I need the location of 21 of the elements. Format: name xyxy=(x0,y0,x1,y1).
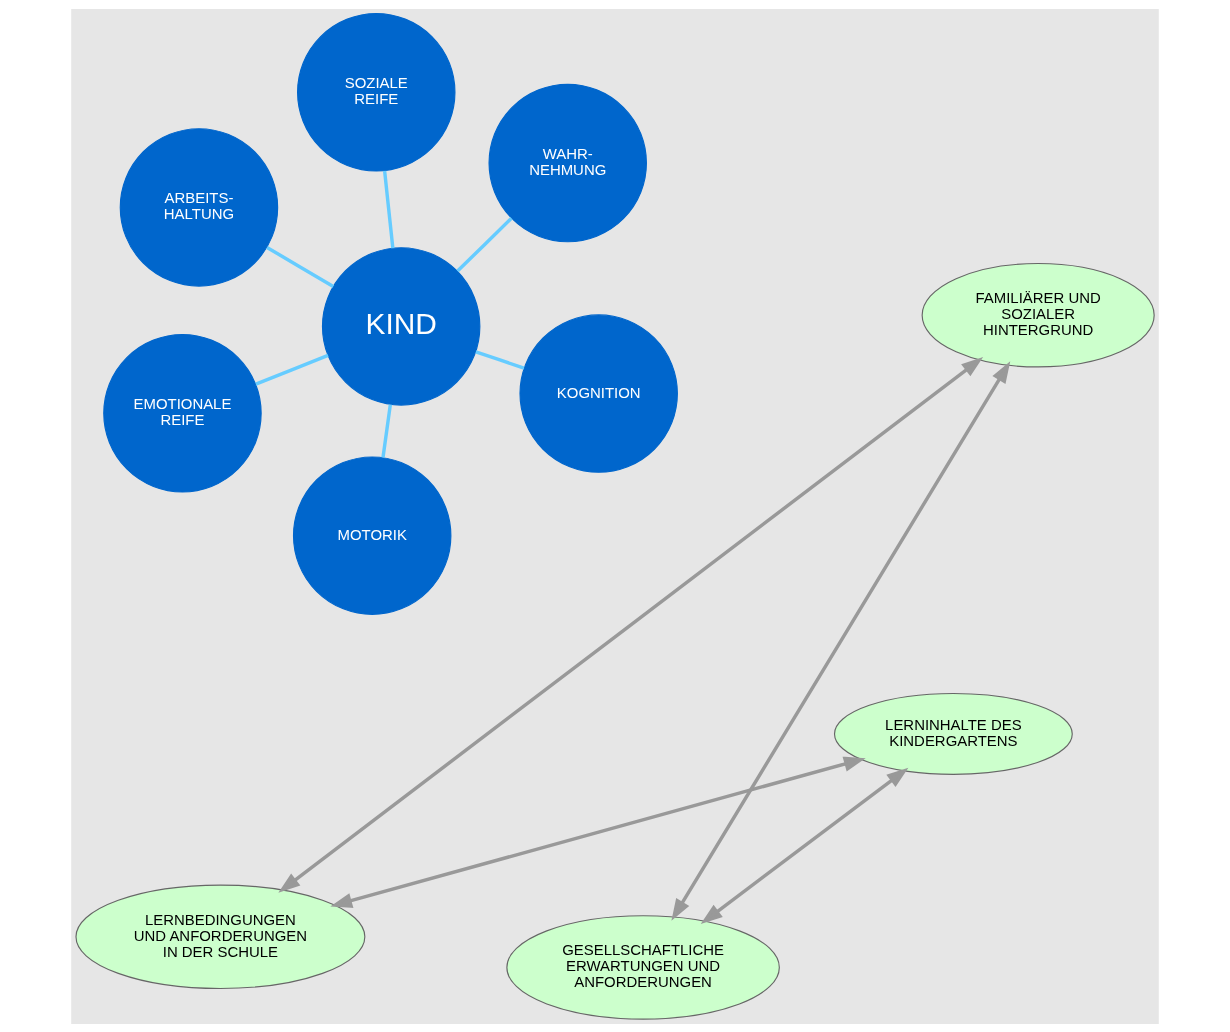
node-circle: SOZIALE REIFE xyxy=(297,12,456,172)
connector xyxy=(266,245,335,288)
node-ellipse: GESELLSCHAFTLICHE ERWARTUNGEN UND ANFORDERUNGEN xyxy=(506,914,780,1020)
arrow xyxy=(278,356,984,893)
arrow xyxy=(700,767,909,924)
node-circle: MOTORIK xyxy=(292,455,452,615)
node-circle: ARBEITS- HALTUNG xyxy=(119,127,279,287)
node-ellipse: LERNINHALTE DES KINDERGARTENS xyxy=(833,692,1073,775)
arrow xyxy=(330,756,866,908)
connector xyxy=(381,403,393,458)
node-circle: KOGNITION xyxy=(519,313,678,473)
node-circle: EMOTIONALE REIFE xyxy=(103,333,262,493)
node-circle: WAHR- NEHMUNG xyxy=(488,83,647,242)
connector xyxy=(475,349,525,370)
connector xyxy=(255,353,329,386)
connector xyxy=(456,216,513,272)
node-circle: KIND xyxy=(321,246,481,406)
node-ellipse: FAMILIÄRER UND SOZIALER HINTERGRUND xyxy=(921,262,1155,367)
arrow xyxy=(671,360,1011,921)
connector xyxy=(382,170,395,248)
node-ellipse: LERNBEDINGUNGEN UND ANFORDERUNGEN IN DER SCHULE xyxy=(75,884,366,989)
